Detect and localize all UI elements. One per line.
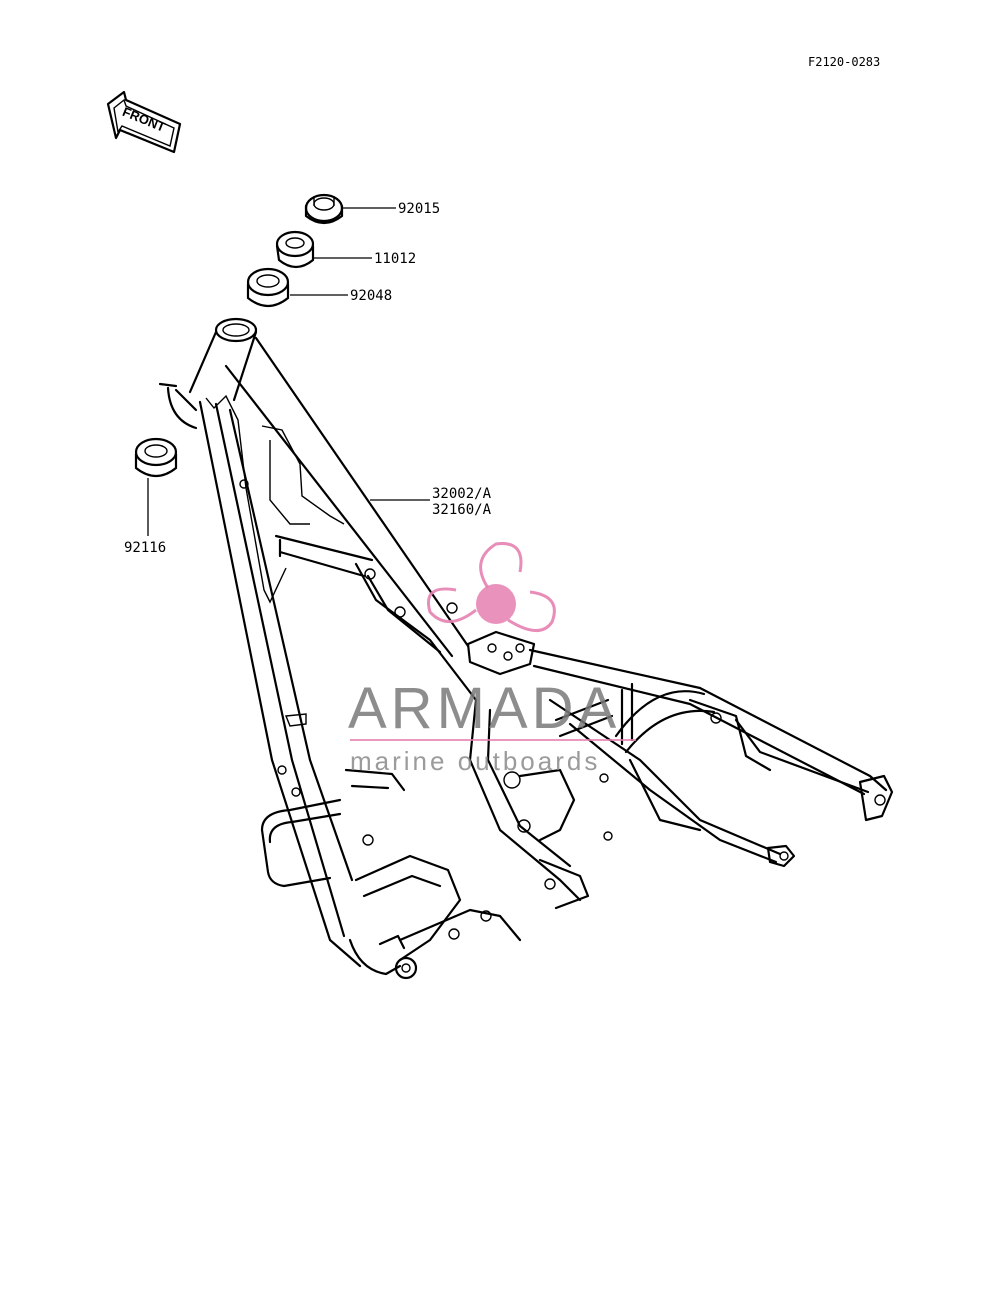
part-number-32160a: 32160/A xyxy=(432,502,492,518)
steering-stem-nut-icon xyxy=(304,193,344,225)
watermark-brand: ARMADA xyxy=(348,676,620,741)
part-number-32002a: 32002/A xyxy=(432,486,492,502)
watermark-tagline: marine outboards xyxy=(350,746,600,776)
part-number-92015: 92015 xyxy=(398,201,440,217)
part-number-92116: 92116 xyxy=(124,540,166,556)
bearing-cap-icon xyxy=(275,230,315,269)
watermark: ARMADA marine outboards xyxy=(348,542,636,776)
motorcycle-frame-icon xyxy=(158,317,894,980)
lower-bearing-icon xyxy=(134,437,178,478)
part-number-92048: 92048 xyxy=(350,288,392,304)
diagram-code: F2120-0283 xyxy=(808,55,880,69)
propeller-logo-icon xyxy=(427,542,556,632)
steering-bearing-icon xyxy=(246,267,290,308)
part-number-11012: 11012 xyxy=(374,251,416,267)
front-arrow-icon: FRONT xyxy=(106,90,182,154)
